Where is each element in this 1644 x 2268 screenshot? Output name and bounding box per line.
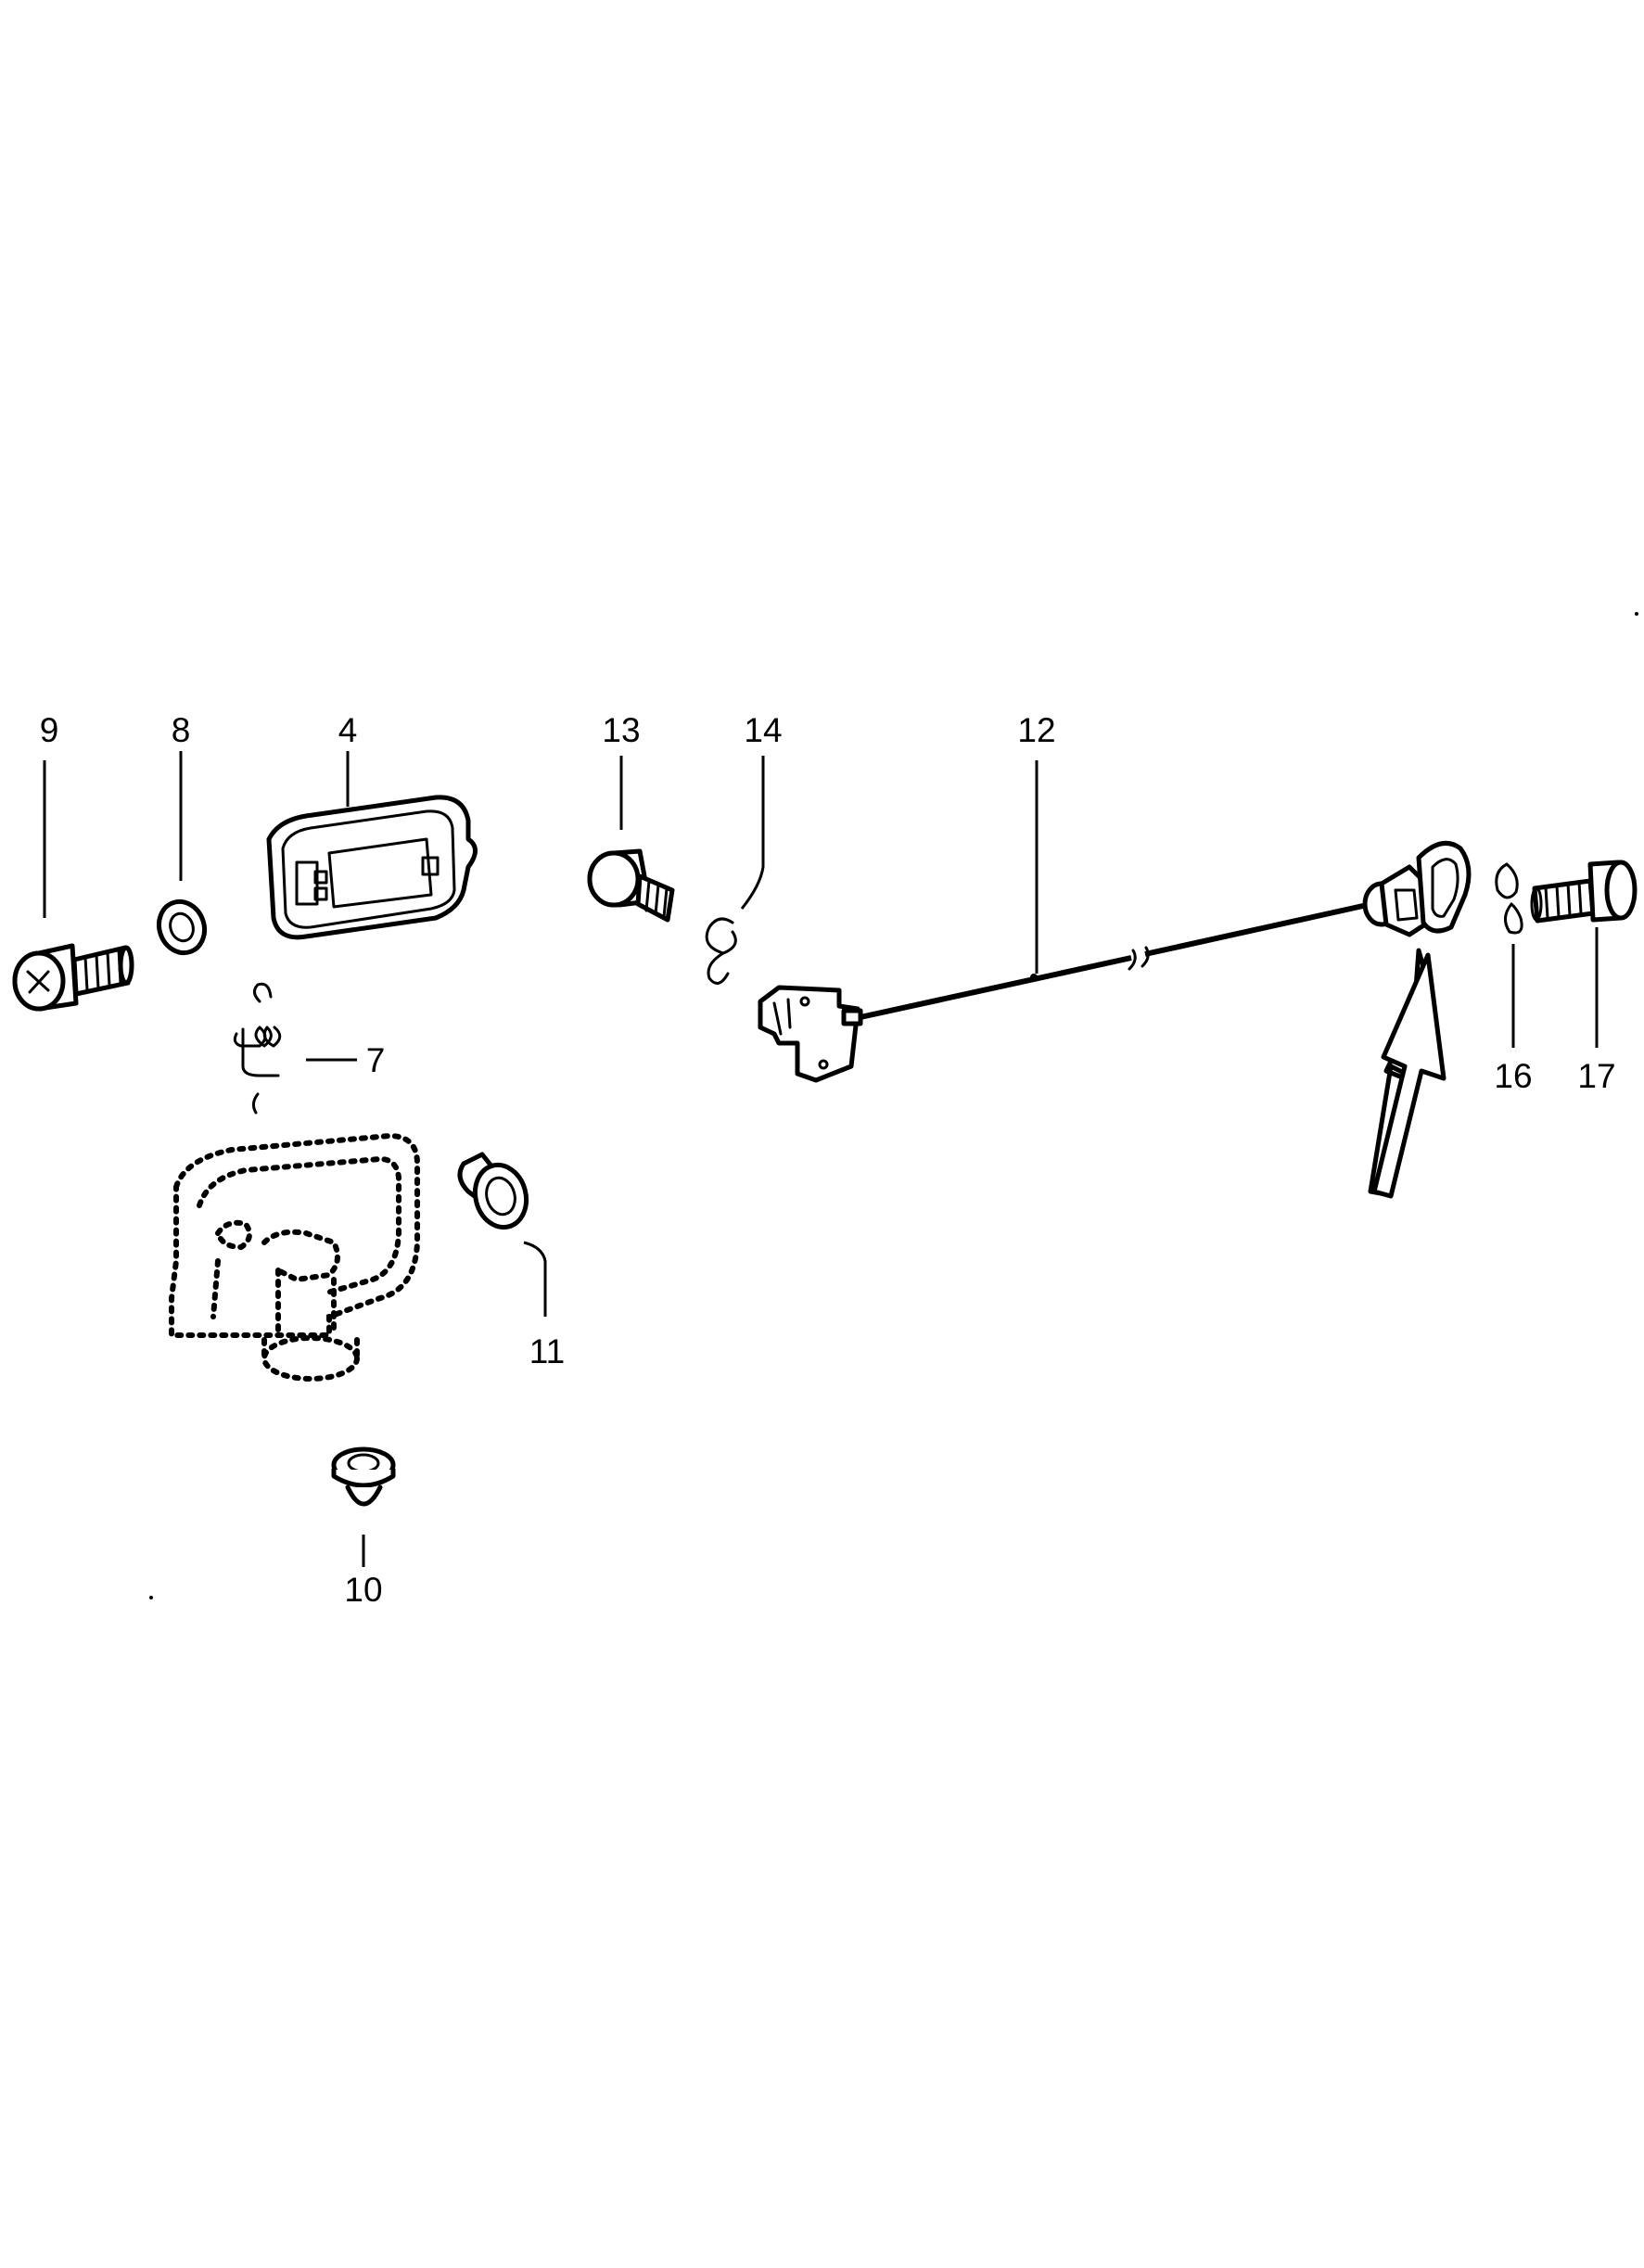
leader-11 [523,1241,547,1317]
leader-14 [740,756,765,910]
pointer-arrow [1368,948,1446,1199]
scan-speck [149,1596,153,1599]
part-9-screw [12,943,134,1012]
part-14-clip [705,917,737,985]
callout-9: 9 [40,711,59,749]
callout-8: 8 [172,711,191,749]
callout-17: 17 [1577,1057,1615,1095]
part-10-clip [331,1446,396,1507]
part-17-bolt [1530,860,1638,924]
callout-4: 4 [338,711,358,749]
part-12-release-cable [758,840,1472,1083]
callout-7: 7 [366,1041,386,1079]
part-8-washer [156,898,208,956]
part-11-grommet [457,1152,529,1230]
callout-16: 16 [1494,1057,1532,1095]
scan-speck [1635,612,1638,616]
filler-housing-outline [169,1132,420,1382]
part-4-filler-flap [266,795,478,940]
callout-13: 13 [602,711,640,749]
callout-14: 14 [744,711,782,749]
part-7-spring [233,982,282,1115]
callout-12: 12 [1017,711,1055,749]
part-13-screw [587,848,675,923]
callout-11: 11 [529,1332,565,1370]
part-16-clip [1495,862,1523,935]
callout-10: 10 [344,1571,382,1609]
